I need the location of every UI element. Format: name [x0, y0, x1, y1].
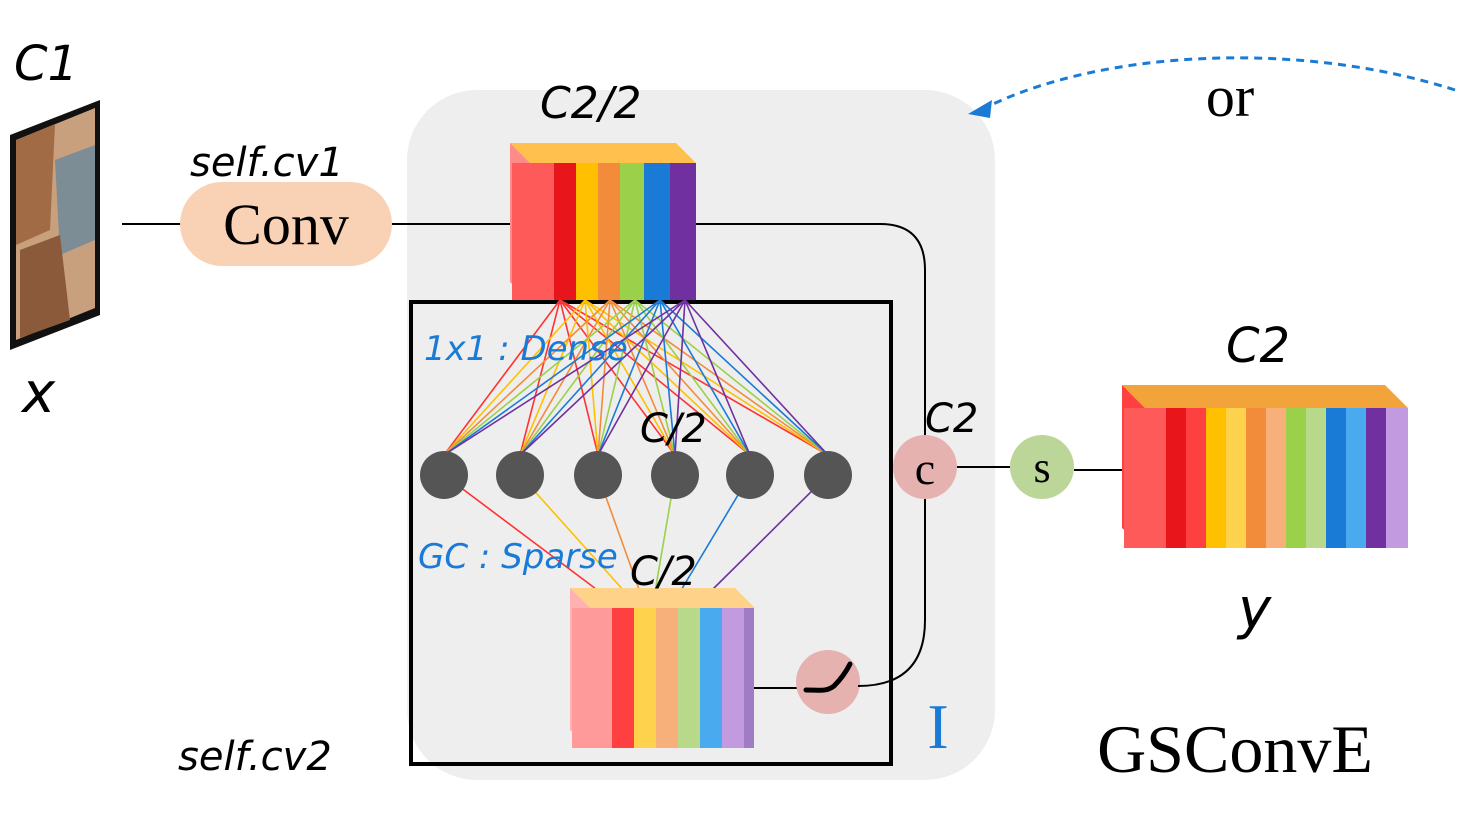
cv1-label: self.cv1 [190, 140, 344, 186]
node [651, 451, 699, 499]
activation-to-concat-line [857, 498, 926, 687]
node [574, 451, 622, 499]
module-name-label: GSConvE [1097, 711, 1373, 787]
concat-label: c [915, 443, 935, 494]
input-var-label: x [20, 361, 56, 426]
or-dashed-arrow [984, 56, 1456, 110]
output-channels-label: C2 [1226, 318, 1290, 374]
output-feature-map [1122, 385, 1408, 548]
identity-label: I [927, 691, 948, 762]
sparse-label: GC : Sparse [418, 537, 618, 577]
conv-label: Conv [223, 192, 349, 257]
conv-block [180, 182, 392, 266]
node [420, 451, 468, 499]
skip-connection-line [696, 223, 926, 440]
concat-node [893, 435, 957, 499]
node [726, 451, 774, 499]
shuffle-label: s [1033, 443, 1050, 492]
input-channels-label: C1 [14, 36, 78, 92]
node [496, 451, 544, 499]
or-arrowhead-icon [968, 100, 992, 118]
or-label: or [1206, 64, 1254, 129]
half-channels-label: C2/2 [540, 78, 642, 129]
output-var-label: y [1236, 577, 1272, 642]
input-image [10, 100, 100, 350]
activation-icon [803, 661, 853, 693]
gc-feature-map [570, 588, 755, 748]
node-channels-label: C/2 [640, 406, 707, 452]
dense-label: 1x1 : Dense [424, 329, 628, 369]
channel-nodes [420, 451, 852, 499]
activation-node [796, 650, 860, 714]
node [804, 451, 852, 499]
concat-channels-label: C2 [925, 396, 978, 442]
cv2-label: self.cv2 [178, 734, 332, 780]
gc-channels-label: C/2 [630, 549, 697, 595]
half-feature-map [510, 143, 696, 300]
dense-connections [443, 299, 829, 456]
conv-detail-box [409, 300, 893, 766]
shuffle-node [1010, 435, 1074, 499]
